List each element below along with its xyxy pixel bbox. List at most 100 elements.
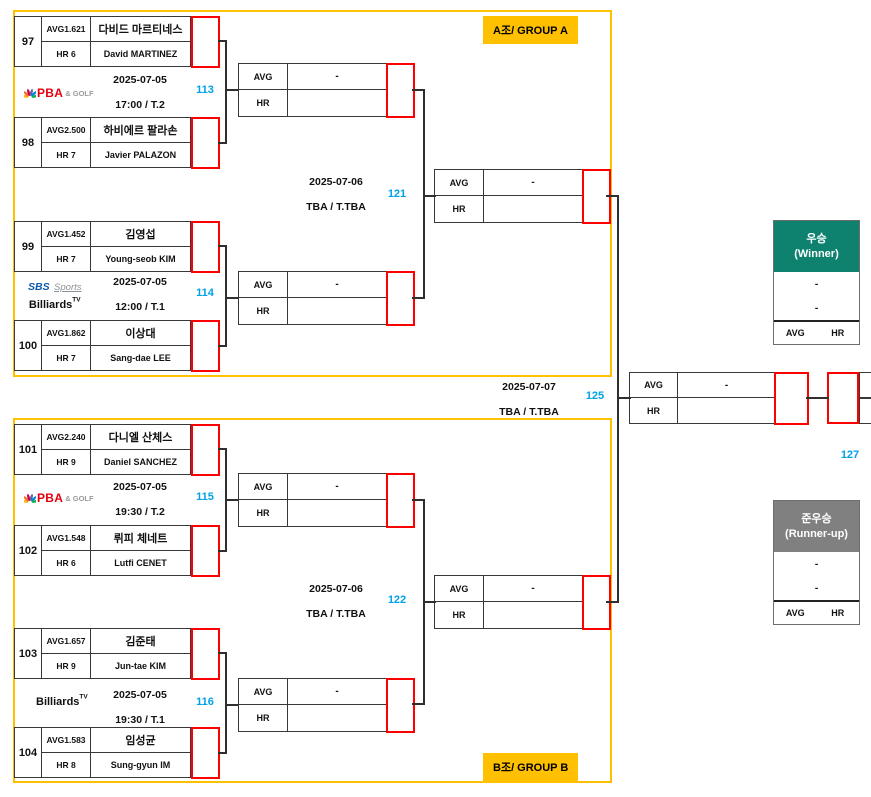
avg-label: AVG: [785, 608, 805, 618]
match-121-score-box: AVG - HR: [434, 168, 611, 224]
avg-label: AVG: [630, 373, 678, 398]
sbs-sports-billiards-tv-logo: SBS Sports BilliardsTV: [28, 277, 82, 314]
winner-hr-value: -: [814, 302, 819, 314]
advance-slot: [190, 726, 220, 779]
match-date: 2025-07-05: [113, 689, 167, 701]
hr-value: [288, 705, 387, 731]
hr-label: HR: [239, 298, 288, 324]
avg-value: -: [288, 474, 387, 500]
player-name-en: David MARTINEZ: [91, 41, 191, 66]
connector-line: [218, 245, 227, 247]
match-time-table: TBA / T.TBA: [499, 406, 559, 418]
player-name-kr: 임성균: [91, 728, 191, 753]
player-avg: AVG1.621: [42, 17, 91, 42]
connector-line: [423, 195, 436, 197]
sports-logo-text: Sports: [54, 282, 82, 293]
avg-label: AVG: [239, 272, 288, 298]
runner-up-hr-value: -: [814, 582, 819, 594]
match-116-schedule: 2025-07-05 19:30 / T.1: [80, 689, 200, 726]
connector-line: [606, 601, 619, 603]
advance-slot: [385, 677, 415, 733]
player-hr: HR 9: [42, 449, 91, 474]
match-121-schedule: 2025-07-06 TBA / T.TBA: [276, 176, 396, 213]
runner-up-title-kr: 준우승: [801, 513, 832, 526]
seed-number: 104: [15, 728, 42, 777]
connector-line: [617, 397, 631, 399]
group-b-frame: [13, 418, 612, 783]
avg-value: -: [288, 679, 387, 705]
player-hr: HR 7: [42, 246, 91, 271]
player-name-kr: 이상대: [91, 321, 191, 346]
player-hr: HR 6: [42, 41, 91, 66]
pba-golf-logo: PBA & GOLF: [24, 86, 94, 100]
connector-line: [218, 40, 227, 42]
nbc-peacock-icon: [24, 493, 36, 503]
hr-value: [484, 602, 583, 628]
player-name-kr: 김준태: [91, 629, 191, 654]
connector-line: [412, 499, 425, 501]
connector-line: [423, 89, 425, 299]
runner-up-avg-value: -: [814, 558, 819, 570]
connector-line: [218, 652, 227, 654]
billiards-logo-text: Billiards: [28, 299, 73, 312]
player-avg: AVG2.500: [42, 118, 91, 143]
match-125-schedule: 2025-07-07 TBA / T.TBA: [469, 381, 589, 418]
advance-slot: [190, 220, 220, 273]
advance-slot: [385, 472, 415, 528]
grand-final-right-slot: [827, 372, 859, 424]
connector-line: [218, 448, 227, 450]
billiards-tv-logo: BilliardsTV: [36, 692, 88, 710]
connector-line: [218, 550, 227, 552]
avg-value: -: [288, 272, 387, 298]
advance-slot: [190, 524, 220, 577]
match-122-number: 122: [387, 594, 407, 606]
runner-up-box: 준우승 (Runner-up) - - AVG HR: [773, 500, 860, 625]
player-name-kr: 하비에르 팔라손: [91, 118, 191, 143]
match-114-score-box: AVG - HR: [238, 270, 415, 326]
avg-label: AVG: [785, 328, 805, 338]
avg-value: -: [484, 576, 583, 602]
advance-slot: [190, 319, 220, 372]
player-name-kr: 뤼피 체네트: [91, 526, 191, 551]
player-hr: HR 7: [42, 345, 91, 370]
match-125-score-box: AVG - HR: [629, 371, 809, 425]
pba-logo-text: PBA: [37, 491, 64, 505]
match-114-schedule: 2025-07-05 12:00 / T.1: [80, 276, 200, 313]
connector-line: [225, 652, 227, 754]
seed-number: 100: [15, 321, 42, 370]
group-a-label: A조/ GROUP A: [483, 16, 578, 44]
match-99-player-box: 99 AVG1.452 김영섭 HR 7 Young-seob KIM: [14, 220, 220, 273]
hr-label: HR: [239, 705, 288, 731]
sbs-sports-line: SBS Sports: [28, 277, 82, 295]
connector-line: [225, 89, 238, 91]
winner-title-en: (Winner): [794, 247, 839, 260]
player-avg: AVG1.452: [42, 222, 91, 247]
seed-number: 101: [15, 425, 42, 474]
player-name-en: Daniel SANCHEZ: [91, 449, 191, 474]
winner-avg-value: -: [814, 278, 819, 290]
player-name-en: Sung-gyun IM: [91, 752, 191, 777]
winner-title-kr: 우승: [806, 233, 827, 246]
runner-up-header: 준우승 (Runner-up): [774, 501, 859, 552]
hr-label: HR: [435, 196, 484, 222]
connector-line: [225, 704, 238, 706]
winner-header: 우승 (Winner): [774, 221, 859, 272]
winner-values: - -: [774, 272, 859, 322]
advance-slot: [190, 423, 220, 476]
player-hr: HR 6: [42, 550, 91, 575]
hr-label: HR: [239, 500, 288, 526]
connector-line: [218, 345, 227, 347]
player-hr: HR 9: [42, 653, 91, 678]
match-102-player-box: 102 AVG1.548 뤼피 체네트 HR 6 Lutfi CENET: [14, 524, 220, 577]
runner-up-values: - -: [774, 552, 859, 602]
match-date: 2025-07-05: [113, 481, 167, 493]
match-time-table: TBA / T.TBA: [306, 201, 366, 213]
player-name-en: Lutfi CENET: [91, 550, 191, 575]
player-name-en: Young-seob KIM: [91, 246, 191, 271]
winner-footer: AVG HR: [774, 322, 859, 344]
group-a-frame: [13, 10, 612, 377]
match-date: 2025-07-06: [309, 176, 363, 188]
match-date: 2025-07-05: [113, 74, 167, 86]
advance-slot: [190, 15, 220, 68]
match-time-table: TBA / T.TBA: [306, 608, 366, 620]
